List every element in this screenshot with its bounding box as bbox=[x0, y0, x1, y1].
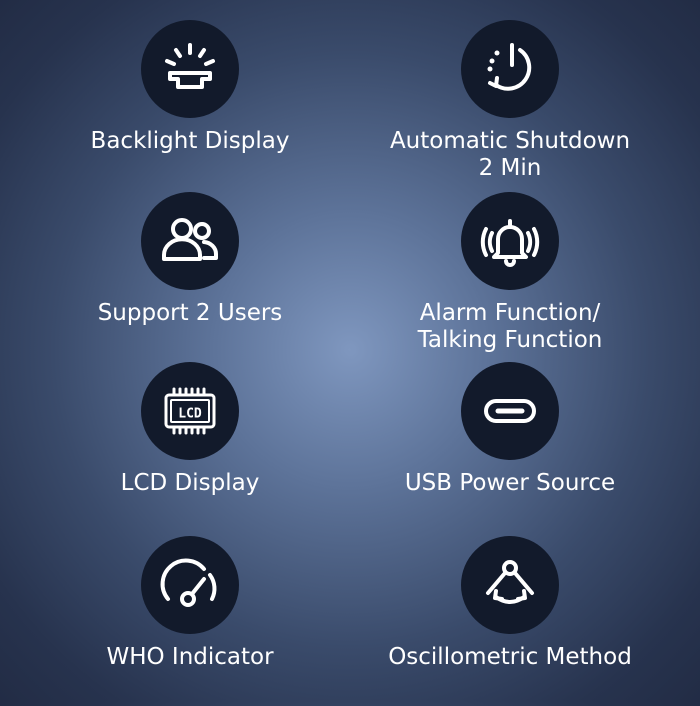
feature-who-indicator: WHO Indicator bbox=[25, 536, 355, 706]
oscillometric-icon bbox=[461, 536, 559, 634]
feature-label: Oscillometric Method bbox=[388, 644, 632, 670]
power-timer-icon bbox=[461, 20, 559, 118]
backlight-icon bbox=[141, 20, 239, 118]
feature-label: LCD Display bbox=[120, 470, 260, 496]
users-icon bbox=[141, 192, 239, 290]
feature-label: Backlight Display bbox=[90, 128, 290, 154]
feature-oscillometric-method: Oscillometric Method bbox=[345, 536, 675, 706]
feature-label: Support 2 Users bbox=[97, 300, 283, 326]
feature-label: WHO Indicator bbox=[106, 644, 274, 670]
feature-label: Alarm Function/ Talking Function bbox=[417, 300, 603, 353]
feature-automatic-shutdown: Automatic Shutdown 2 Min bbox=[345, 20, 675, 190]
feature-support-users: Support 2 Users bbox=[25, 192, 355, 362]
feature-label: Automatic Shutdown 2 Min bbox=[389, 128, 631, 181]
feature-lcd-display: LCD LCD Display bbox=[25, 362, 355, 532]
feature-alarm-talking: Alarm Function/ Talking Function bbox=[345, 192, 675, 362]
alarm-bell-icon bbox=[461, 192, 559, 290]
usb-c-icon bbox=[461, 362, 559, 460]
lcd-chip-text: LCD bbox=[178, 407, 202, 422]
feature-label: USB Power Source bbox=[404, 470, 616, 496]
lcd-chip-icon: LCD bbox=[141, 362, 239, 460]
gauge-icon bbox=[141, 536, 239, 634]
feature-usb-power: USB Power Source bbox=[345, 362, 675, 532]
feature-backlight-display: Backlight Display bbox=[25, 20, 355, 190]
